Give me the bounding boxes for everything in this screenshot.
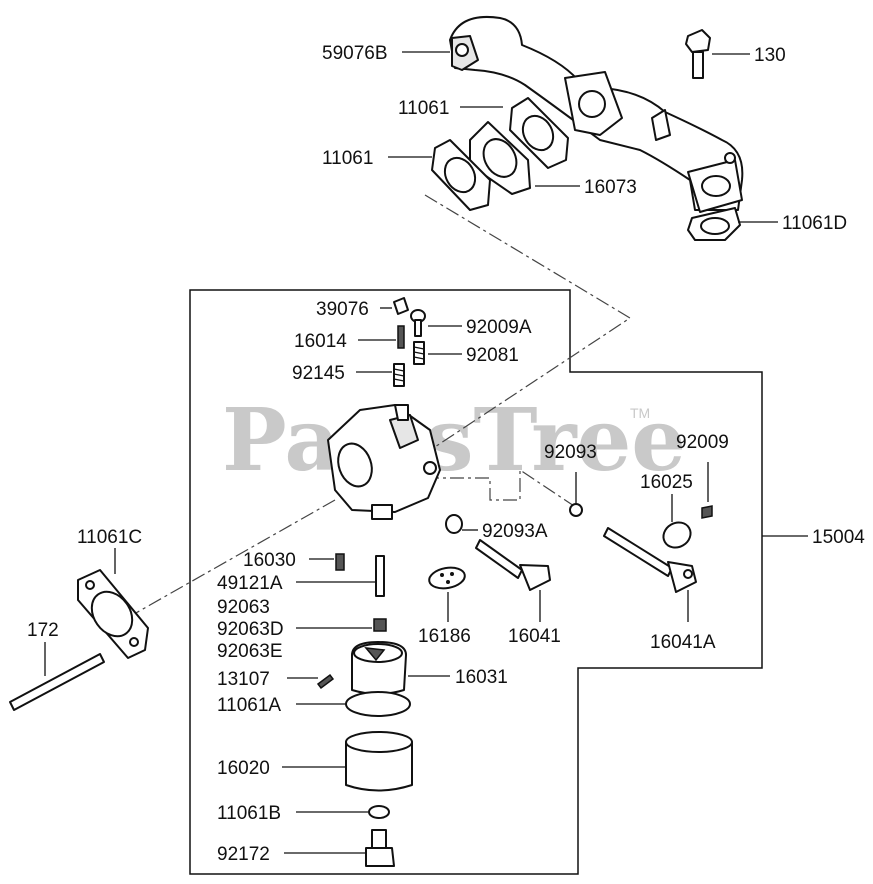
label-130[interactable]: 130 [754,45,786,66]
label-39076[interactable]: 39076 [316,299,369,320]
throttle-plate-16025 [662,521,692,549]
label-49121A[interactable]: 49121A [217,573,283,594]
screw-92009A [410,309,426,337]
jet-16030 [335,553,345,571]
label-16014[interactable]: 16014 [294,331,347,352]
screw-92009 [701,505,713,519]
pin-13107 [316,673,335,690]
label-16031[interactable]: 16031 [455,667,508,688]
label-16073[interactable]: 16073 [584,177,637,198]
gasket-11061-upper [509,97,569,169]
label-16025[interactable]: 16025 [640,472,693,493]
watermark-text: PartsTree [222,390,686,491]
o-ring-11061A [345,691,411,717]
gasket-11061B [368,805,390,819]
label-15004[interactable]: 15004 [812,527,865,548]
alignment-line-manifold [384,194,632,481]
label-16041A[interactable]: 16041A [650,632,716,653]
label-92093[interactable]: 92093 [544,442,597,463]
watermark-trademark: TM [630,405,650,421]
screw-39076 [393,297,409,315]
throttle-shaft-16041A [603,527,697,593]
washer-92093A [445,514,463,534]
gasket-11061C [77,569,149,659]
label-92009A[interactable]: 92009A [466,317,532,338]
pilot-jet-16014 [397,325,405,349]
label-11061-left[interactable]: 11061 [322,148,373,169]
label-92063D[interactable]: 92063D [217,619,284,640]
gasket-11061-left [431,139,491,211]
float-16031 [351,641,407,695]
bolt-130 [685,29,711,79]
assembly-frame [189,289,763,875]
label-92145[interactable]: 92145 [292,363,345,384]
label-92081[interactable]: 92081 [466,345,519,366]
choke-shaft-16041 [475,539,551,591]
alignment-line-gasket [119,499,336,623]
choke-plate-16186 [428,566,466,590]
label-11061C[interactable]: 11061C [77,527,142,548]
leader-lines [44,51,808,854]
gasket-11061D [687,207,741,241]
main-jet-92063 [373,618,387,632]
stud-172 [9,653,105,711]
label-92009[interactable]: 92009 [676,432,729,453]
label-11061B[interactable]: 11061B [217,803,281,824]
label-172[interactable]: 172 [27,620,59,641]
alignment-line-shaft [425,468,581,511]
label-16030[interactable]: 16030 [243,550,296,571]
label-16020[interactable]: 16020 [217,758,270,779]
spring-92145 [393,363,405,387]
label-11061A[interactable]: 11061A [217,695,281,716]
label-16041[interactable]: 16041 [508,626,561,647]
washer-92093 [569,503,583,517]
label-92172[interactable]: 92172 [217,844,270,865]
float-bowl-16020 [345,731,413,792]
label-16186[interactable]: 16186 [418,626,471,647]
spacer-16073 [469,121,531,195]
label-13107[interactable]: 13107 [217,669,270,690]
label-59076B[interactable]: 59076B [322,43,388,64]
carburetor-body [327,404,441,520]
label-92063[interactable]: 92063 [217,597,270,618]
label-92093A[interactable]: 92093A [482,521,548,542]
emulsion-tube-49121A [375,555,385,597]
label-92063E[interactable]: 92063E [217,641,283,662]
bolt-92172 [365,829,395,867]
label-11061D[interactable]: 11061D [782,213,847,234]
spring-92081 [413,341,425,365]
intake-manifold [449,16,744,213]
label-11061-upper[interactable]: 11061 [398,98,449,119]
